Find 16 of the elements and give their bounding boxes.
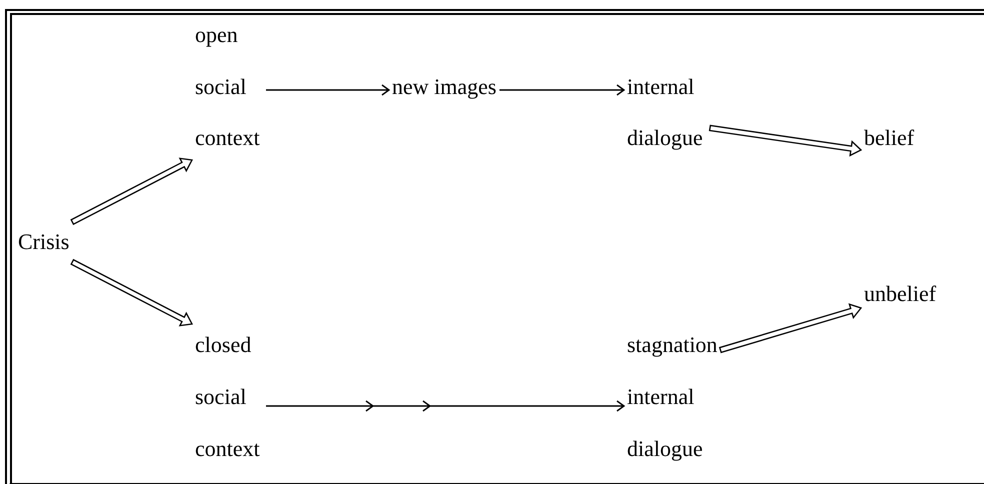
arrow	[265, 400, 626, 412]
arrow	[498, 84, 626, 96]
node-text: open social context	[195, 21, 261, 152]
arrow	[70, 158, 194, 226]
node-text: internal dialogue	[627, 72, 704, 152]
node-text: belief	[864, 124, 914, 152]
node-text: Crisis	[18, 228, 70, 256]
arrow	[265, 84, 390, 96]
node-text: new images	[392, 72, 496, 101]
arrow	[708, 124, 862, 157]
node-text: unbelief	[864, 280, 936, 308]
node-text: stagnation	[627, 331, 718, 360]
node-text: internal dialogue	[627, 382, 704, 463]
node-text: closed social context	[195, 331, 261, 463]
arrow	[70, 258, 194, 326]
arrow	[718, 303, 862, 354]
